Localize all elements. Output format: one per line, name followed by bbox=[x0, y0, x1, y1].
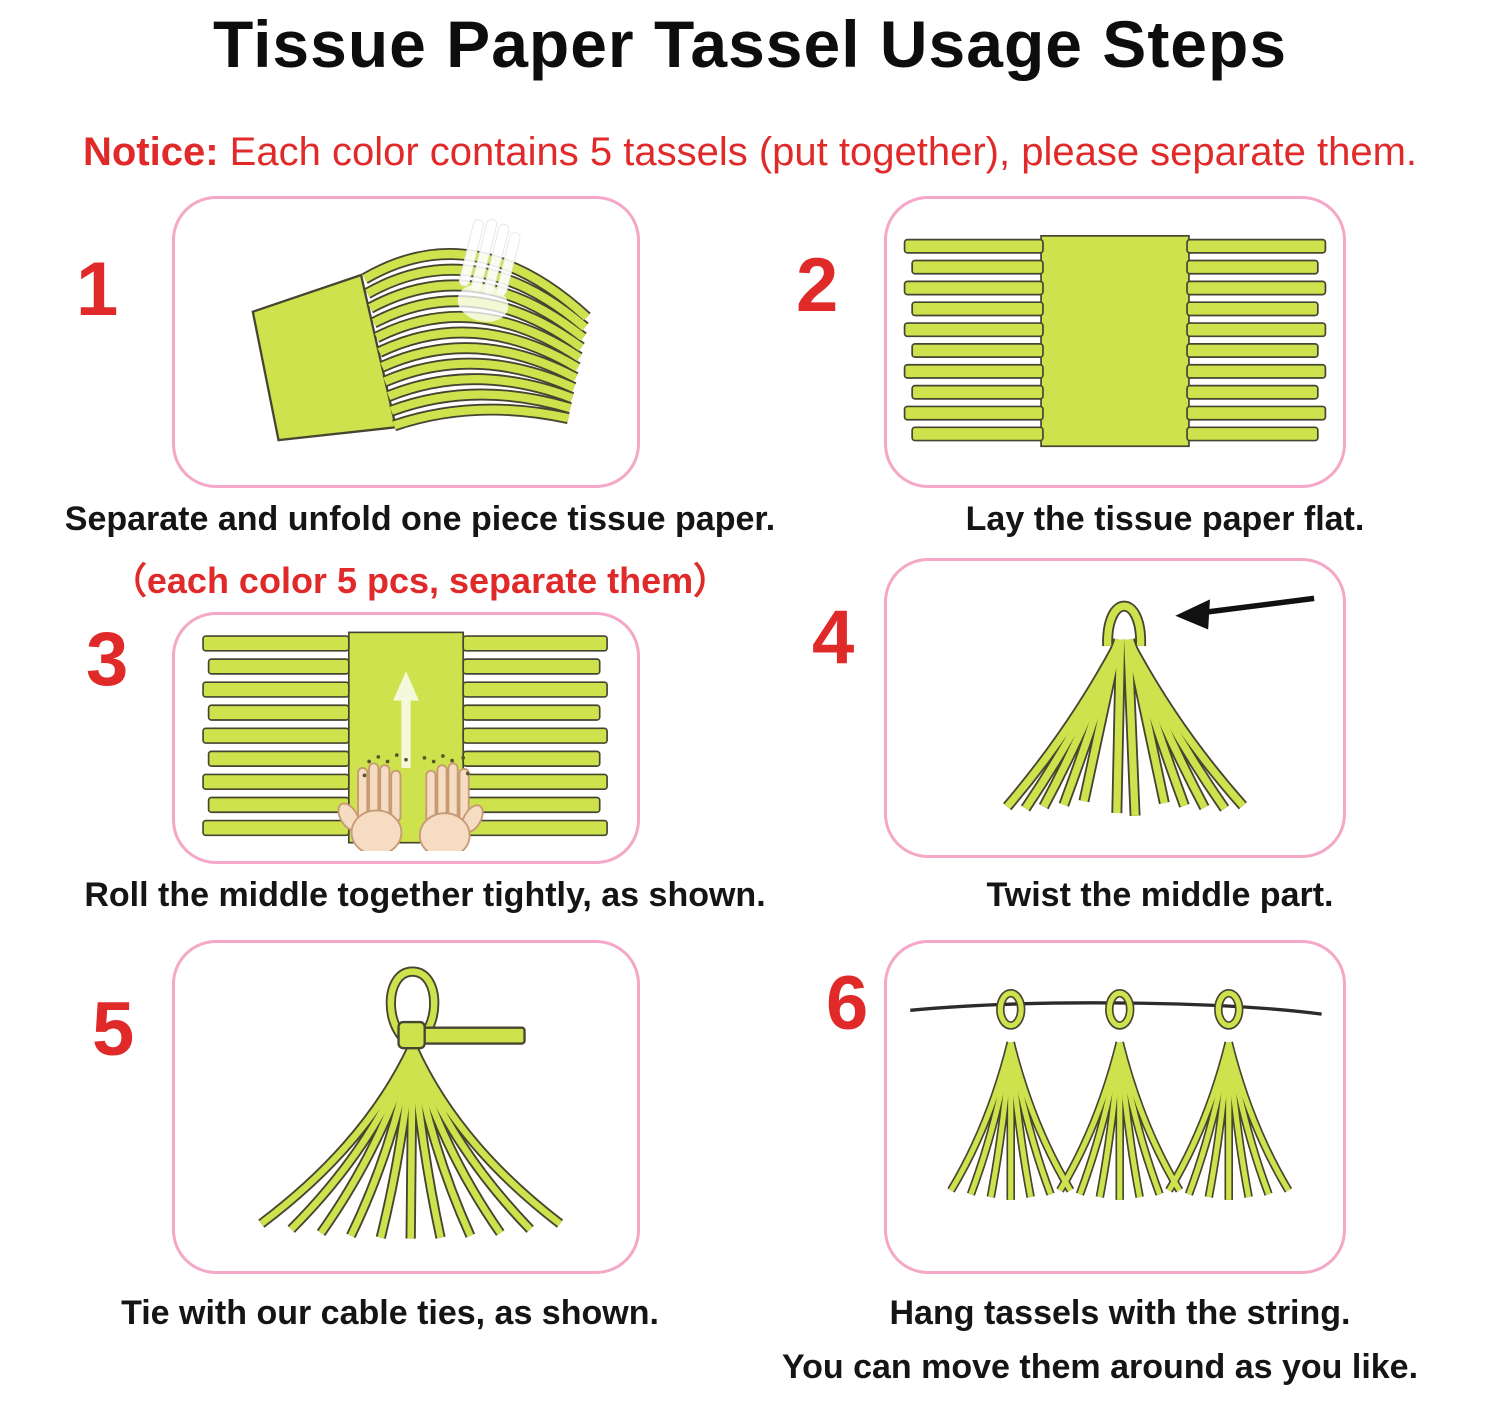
step-3-number: 3 bbox=[86, 617, 129, 702]
step-6-number: 6 bbox=[826, 961, 869, 1046]
roll-arrow-icon bbox=[393, 671, 419, 768]
hand-icon bbox=[457, 218, 521, 322]
step-5-caption: Tie with our cable ties, as shown. bbox=[121, 1294, 659, 1332]
notice-line: Notice: Each color contains 5 tassels (p… bbox=[0, 130, 1500, 175]
step-2-caption: Lay the tissue paper flat. bbox=[965, 500, 1365, 538]
step-5-number: 5 bbox=[92, 987, 135, 1072]
step-1-illustration bbox=[251, 218, 627, 442]
step-3-caption: Roll the middle together tightly, as sho… bbox=[84, 876, 766, 914]
arrow-icon bbox=[1175, 595, 1315, 630]
step-5-panel bbox=[172, 940, 640, 1274]
step-1-panel bbox=[172, 196, 640, 488]
notice-text: Each color contains 5 tassels (put toget… bbox=[218, 130, 1417, 174]
cable-tie-icon bbox=[397, 1020, 526, 1050]
step-5-illustration bbox=[185, 953, 627, 1261]
string-line bbox=[910, 1001, 1322, 1016]
step-4-caption: Twist the middle part. bbox=[986, 876, 1334, 914]
step-4-number: 4 bbox=[812, 595, 855, 680]
step-6-illustration bbox=[910, 953, 1322, 1261]
step-4-illustration bbox=[897, 595, 1315, 845]
step-1-number: 1 bbox=[76, 247, 119, 332]
step-6-caption: Hang tassels with the string. bbox=[889, 1294, 1351, 1332]
step-2-panel bbox=[884, 196, 1346, 488]
step-3-panel bbox=[172, 612, 640, 864]
step-2-illustration bbox=[903, 234, 1327, 448]
step-3-illustration bbox=[202, 631, 608, 851]
notice-label: Notice: bbox=[82, 130, 219, 174]
step-1-subcaption: （each color 5 pcs, separate them） bbox=[110, 560, 730, 601]
step-6-subcaption: You can move them around as you like. bbox=[781, 1348, 1419, 1386]
step-1-caption: Separate and unfold one piece tissue pap… bbox=[64, 500, 776, 538]
page-title: Tissue Paper Tassel Usage Steps bbox=[212, 7, 1288, 81]
hands-icon bbox=[337, 762, 484, 851]
step-2-number: 2 bbox=[796, 243, 839, 328]
step-6-panel bbox=[884, 940, 1346, 1274]
step-4-panel bbox=[884, 558, 1346, 858]
